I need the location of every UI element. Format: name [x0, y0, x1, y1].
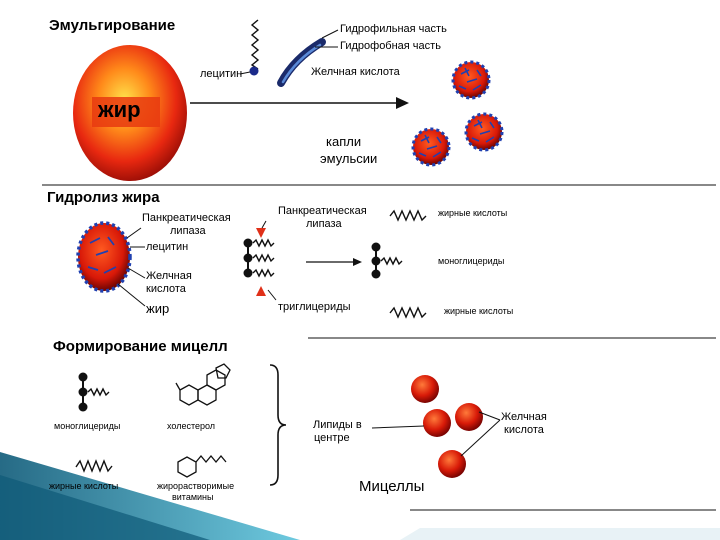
- lipase2-label-line1: Панкреатическая: [278, 205, 367, 217]
- micelle-bile-pointer: [478, 411, 501, 421]
- cholesterol-label: холестерол: [167, 421, 216, 431]
- lecithin-label: лецитин: [200, 68, 243, 80]
- emulsified-droplet: [76, 221, 132, 293]
- fat-label: жир: [98, 97, 141, 122]
- lipase-marker-bottom: [256, 286, 266, 296]
- fat-pointer: [117, 283, 146, 307]
- micelle-fatty-acids-label: жирные кислоты: [49, 481, 119, 491]
- triglyceride-chain: [242, 267, 275, 279]
- emulsion-droplet: [464, 112, 504, 152]
- slide-decoration: [0, 475, 210, 540]
- monoglyceride-chain: [370, 255, 403, 267]
- micelle-monoglyceride-head: [78, 402, 88, 412]
- monoglycerides-label: моноглицериды: [438, 256, 505, 266]
- micelle: [438, 450, 466, 478]
- lipase-label-line1: Панкреатическая: [142, 212, 231, 224]
- fat-label-box: [92, 97, 160, 127]
- micelle: [423, 409, 451, 437]
- fatty-acids-label: жирные кислоты: [438, 208, 508, 218]
- micelle-bile-label-line1: Желчная: [501, 411, 547, 423]
- brace: [269, 364, 287, 486]
- fatty-acids-label: жирные кислоты: [444, 306, 514, 316]
- bile-acid-highlight: [281, 43, 322, 84]
- micelle-monoglycerides-label: моноглицериды: [54, 421, 121, 431]
- triglyceride-chain: [242, 252, 275, 264]
- micelle-fatty-acid-zigzag: [75, 459, 113, 473]
- monoglyceride-head: [371, 269, 381, 279]
- vitamin-structure: [177, 454, 227, 478]
- vitamins-label-line1: жирорастворимые: [157, 481, 235, 491]
- lipids-pointer: [371, 425, 425, 429]
- micelle: [411, 375, 439, 403]
- lipids-label-line1: Липиды в: [313, 419, 362, 431]
- emulsification-arrowhead: [396, 97, 409, 109]
- hydrolysis-fat-label: жир: [146, 301, 170, 316]
- lipase2-label-line2: липаза: [306, 218, 342, 230]
- lecithin-tail: [250, 19, 260, 70]
- hydrolysis-lecithin-label: лецитин: [146, 241, 189, 253]
- hydrolysis-arrowhead: [353, 258, 362, 266]
- monoglyceride-head: [371, 242, 381, 252]
- hydrophobic-label: Гидрофобная часть: [340, 40, 441, 52]
- droplets-label-line1: капли: [326, 134, 362, 149]
- lecithin-connector: [239, 71, 251, 75]
- micelle: [455, 403, 483, 431]
- micelle-bile-label-line2: кислота: [504, 424, 544, 436]
- micelles-title: Мицеллы: [359, 478, 425, 495]
- vitamins-label-line2: витамины: [172, 492, 214, 502]
- lecithin-head: [249, 66, 259, 76]
- lipids-label-line2: центре: [314, 432, 350, 444]
- bile-acid-molecule: [277, 38, 326, 87]
- micelle-bile-pointer: [460, 419, 501, 457]
- hydrolysis-bile-label-line2: кислота: [146, 283, 186, 295]
- lipase-label-line2: липаза: [170, 225, 206, 237]
- hydrophilic-label: Гидрофильная часть: [340, 23, 447, 35]
- fatty-acid-zigzag: [389, 306, 427, 319]
- micelles-heading: Формирование мицелл: [53, 338, 228, 355]
- triglycerides-label: триглицериды: [278, 301, 351, 313]
- triglyceride-chain: [242, 237, 275, 249]
- emulsification-heading: Эмульгирование: [49, 17, 176, 34]
- hydrolysis-heading: Гидролиз жира: [47, 189, 160, 206]
- emulsion-droplet: [411, 127, 451, 167]
- droplets-label-line2: эмульсии: [320, 151, 378, 166]
- slide-decoration: [300, 528, 720, 540]
- bile-pointer: [127, 267, 146, 279]
- triglyceride-pointer: [267, 289, 277, 301]
- hydrophilic-pointer: [321, 29, 339, 39]
- hydrolysis-bile-label-line1: Желчная: [146, 270, 192, 282]
- lipase-marker-pointer: [261, 220, 267, 229]
- lipase-marker-top: [256, 228, 266, 238]
- bile-acid-label: Желчная кислота: [311, 66, 400, 78]
- micelle-monoglyceride-head: [78, 372, 88, 382]
- emulsion-droplet: [451, 60, 491, 100]
- lipase-pointer: [126, 227, 142, 239]
- cholesterol-structure: [175, 363, 231, 406]
- micelle-monoglyceride-chain: [77, 386, 110, 398]
- fatty-acid-zigzag: [389, 209, 427, 222]
